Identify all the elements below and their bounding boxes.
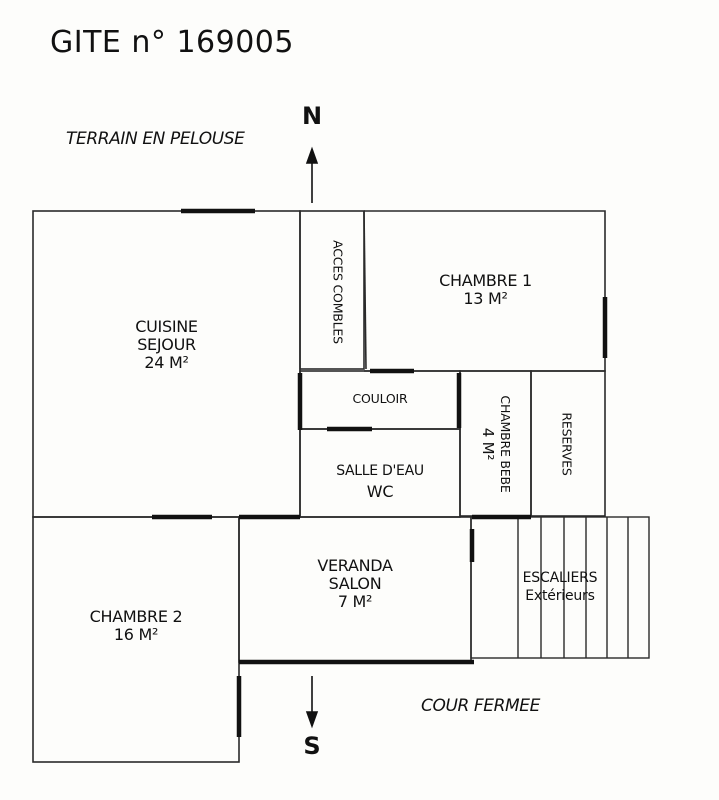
room-name-line2: SEJOUR [137, 334, 196, 354]
room-name-line1: CUISINE [135, 317, 198, 336]
room-area: 16 M² [113, 624, 159, 644]
room-couloir: COULOIR [352, 391, 408, 406]
room-name: CHAMBRE 2 [89, 607, 183, 626]
room-chambre-bebe: CHAMBRE BEBE 4 M² [479, 395, 514, 493]
room-name-line2: SALON [328, 573, 382, 593]
room-veranda-salon: VERANDA SALON 7 M² [239, 557, 471, 611]
south-arrow-icon [305, 711, 319, 729]
room-name-line1: VERANDA [317, 556, 393, 575]
north-arrow-icon [305, 146, 319, 164]
room-name-line1: SALLE D'EAU [336, 463, 424, 479]
compass [305, 146, 319, 729]
room-acces-combles: ACCES COMBLES [330, 240, 346, 344]
wall-acces-combles [299, 210, 365, 370]
room-chambre1: CHAMBRE 1 13 M² [366, 272, 605, 308]
compass-south-label: S [303, 732, 321, 760]
room-name: CHAMBRE 1 [439, 271, 532, 290]
stairs-outline [470, 516, 650, 659]
south-surroundings-label: COUR FERMEE [421, 696, 540, 716]
compass-north-label: N [301, 102, 323, 130]
room-salle-eau: SALLE D'EAU WC [300, 462, 460, 502]
stairs-label-line1: ESCALIERS [522, 570, 598, 586]
room-chambre2: CHAMBRE 2 16 M² [33, 608, 239, 644]
openings [152, 208, 608, 737]
north-surroundings-label: TERRAIN EN PELOUSE [66, 129, 245, 149]
stairs-label: ESCALIERS Extérieurs [505, 570, 615, 605]
wall-reserves [530, 370, 606, 517]
stairs [470, 516, 650, 659]
room-name-line2: WC [366, 481, 394, 501]
room-area: 4 M² [479, 427, 498, 461]
room-reserves: RESERVES [559, 412, 575, 476]
room-area: 24 M² [144, 352, 189, 372]
wall-acces-divider [363, 210, 367, 370]
page-title: GITE n° 169005 [50, 25, 294, 60]
room-cuisine-sejour: CUISINE SEJOUR 24 M² [33, 318, 300, 372]
room-name: CHAMBRE BEBE [498, 395, 514, 493]
room-area: 7 M² [337, 591, 373, 611]
stairs-label-line2: Extérieurs [525, 587, 595, 604]
room-area: 13 M² [463, 288, 508, 308]
